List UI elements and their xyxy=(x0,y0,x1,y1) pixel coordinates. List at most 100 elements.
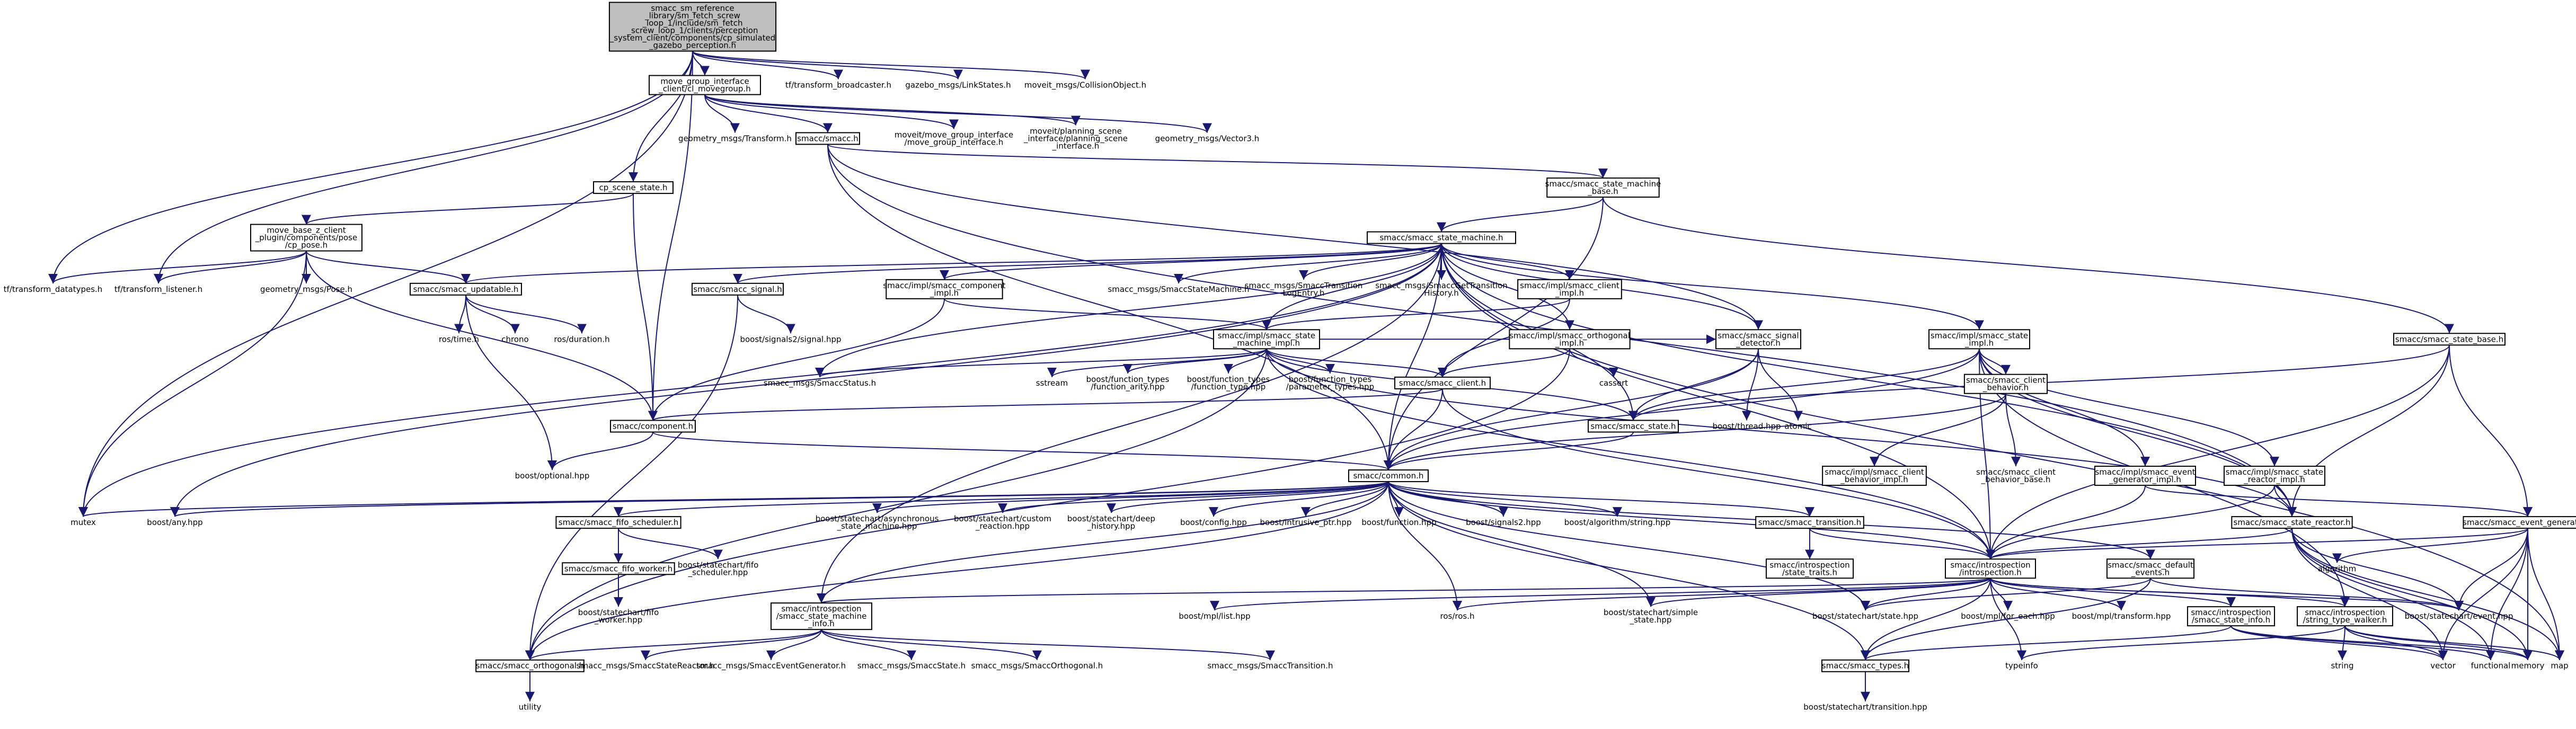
graph-node-sm-info[interactable]: smacc/introspection/smacc_state_machine_… xyxy=(771,602,872,630)
graph-node-sm-impl[interactable]: smacc/impl/smacc_state_machine_impl.h xyxy=(1213,329,1320,350)
graph-node-vector: vector xyxy=(2430,661,2456,671)
node-label: cp_scene_state.h xyxy=(599,183,667,193)
node-label: _loop_1/include/sm_fetch xyxy=(642,18,742,28)
edge-signal-detector-to-common-h xyxy=(1384,349,1759,470)
node-box xyxy=(1509,329,1631,350)
graph-node-state-reactor-h[interactable]: smacc/smacc_state_reactor.h xyxy=(2231,516,2353,529)
node-label: History.h xyxy=(1424,288,1459,298)
graph-node-ros-ros: ros/ros.h xyxy=(1440,611,1475,621)
node-label: algorithm xyxy=(2318,564,2356,573)
graph-node-default-events[interactable]: smacc/smacc_default_events.h xyxy=(2106,558,2195,579)
node-label: /smacc_state_machine xyxy=(776,611,867,621)
graph-node-fifo-scheduler[interactable]: smacc/smacc_fifo_scheduler.h xyxy=(555,516,681,529)
graph-node-client-behavior-impl[interactable]: smacc/impl/smacc_client_behavior_impl.h xyxy=(1822,466,1927,486)
edge-state-info-to-vector xyxy=(2230,625,2448,661)
graph-node-common-h[interactable]: smacc/common.h xyxy=(1348,469,1429,483)
node-box xyxy=(2463,516,2576,529)
edge-default-events-to-event-hpp xyxy=(2150,577,2464,611)
edge-sm-info-to-msgs-transition xyxy=(821,629,1275,661)
graph-node-move-base-z[interactable]: move_base_z_client_plugin/components/pos… xyxy=(250,224,362,252)
edge-common-h-to-state-hpp xyxy=(1388,482,1870,611)
graph-node-state-reactor-impl[interactable]: smacc/impl/smacc_state_reactor_impl.h xyxy=(2224,466,2325,486)
graph-node-event-generator-h[interactable]: smacc/smacc_event_generator.h xyxy=(2463,516,2576,529)
graph-node-component-h[interactable]: smacc/component.h xyxy=(610,420,696,433)
node-label: boost/statechart/event.hpp xyxy=(2405,611,2513,621)
node-label: smacc/smacc_state_machine xyxy=(1545,179,1661,189)
graph-node-smacc-h[interactable]: smacc/smacc.h xyxy=(795,132,860,145)
graph-node-boost-signal: boost/signals2/signal.hpp xyxy=(740,334,841,344)
node-label: vector xyxy=(2430,661,2456,671)
edge-sm-base-to-state-machine-h xyxy=(1437,197,1604,232)
edge-state-reactor-h-to-vector xyxy=(2291,528,2448,660)
edge-move-group-to-smacc-h xyxy=(704,94,833,133)
graph-node-client-impl[interactable]: smacc/impl/smacc_client_impl.h xyxy=(1517,279,1622,299)
graph-node-cp-scene-state[interactable]: cp_scene_state.h xyxy=(593,181,674,194)
edge-state-reactor-impl-to-state-reactor-h xyxy=(2274,485,2297,517)
node-box xyxy=(771,602,872,630)
graph-node-sm-base[interactable]: smacc/smacc_state_machine_base.h xyxy=(1545,177,1661,198)
edge-common-h-to-boost-config xyxy=(1209,481,1389,517)
graph-node-state-info[interactable]: smacc/introspection/smacc_state_info.h xyxy=(2186,606,2276,627)
graph-node-smacc-types[interactable]: smacc/smacc_types.h xyxy=(1821,659,1910,672)
graph-node-updatable[interactable]: smacc/smacc_updatable.h xyxy=(410,282,522,296)
node-box xyxy=(250,224,362,252)
graph-node-state-impl[interactable]: smacc/impl/smacc_state_impl.h xyxy=(1928,329,2030,350)
edge-component-impl-to-component-h xyxy=(648,298,945,421)
graph-node-state-base[interactable]: smacc/smacc_state_base.h xyxy=(2393,333,2506,346)
edge-root-to-mutex xyxy=(78,51,693,517)
graph-node-map: map xyxy=(2551,661,2568,671)
node-label: smacc/smacc_signal xyxy=(1718,331,1799,341)
edge-common-h-to-algorithm-string xyxy=(1388,481,1622,517)
edge-signal-h-to-boost-signal xyxy=(737,295,795,334)
edge-common-h-to-transition-h xyxy=(1388,481,1814,518)
edge-state-machine-h-to-boost-any xyxy=(170,243,1442,517)
graph-node-orthogonal-impl[interactable]: smacc/impl/smacc_orthogonal_impl.h xyxy=(1509,329,1631,350)
node-label: /function_type.hpp xyxy=(1191,382,1266,392)
graph-node-ros-duration: ros/duration.h xyxy=(554,334,609,344)
edge-common-h-to-sm-info xyxy=(817,482,1389,603)
graph-node-state-h[interactable]: smacc/smacc_state.h xyxy=(1588,420,1679,433)
edge-signal-h-to-orthogonal-h xyxy=(525,295,738,660)
graph-node-msgs-orthogonal: smacc_msgs/SmaccOrthogonal.h xyxy=(971,661,1103,671)
graph-node-client-h[interactable]: smacc/smacc_client.h xyxy=(1394,376,1491,389)
graph-node-simple-state: boost/statechart/simple_state.hpp xyxy=(1604,608,1698,625)
node-label: ros/duration.h xyxy=(554,334,609,344)
edge-state-base-to-event-generator-h xyxy=(2449,345,2533,517)
graph-node-introspection-h[interactable]: smacc/introspection/introspection.h xyxy=(1945,558,2036,579)
graph-node-atomic: atomic xyxy=(1784,422,1811,431)
node-label: move_base_z_client xyxy=(267,226,346,236)
edge-string-walker-to-typeinfo xyxy=(2017,625,2345,661)
edge-state-machine-h-to-mutex xyxy=(78,243,1442,517)
graph-node-fifo-worker[interactable]: smacc/smacc_fifo_worker.h xyxy=(562,562,675,575)
graph-node-component-impl[interactable]: smacc/impl/smacc_component_impl.h xyxy=(883,279,1006,299)
graph-node-mpl-foreach: boost/mpl/for_each.hpp xyxy=(1961,611,2055,621)
graph-node-fifo-scheduler-hpp: boost/statechart/fifo_scheduler.hpp xyxy=(678,560,759,577)
edge-common-h-to-ros-ros xyxy=(1388,482,1462,611)
graph-node-event-gen-impl[interactable]: smacc/impl/smacc_event_generator_impl.h xyxy=(2094,466,2196,486)
edge-state-machine-h-to-state-reactor-h xyxy=(1441,243,2297,517)
graph-node-state-traits[interactable]: smacc/introspection/state_traits.h xyxy=(1765,558,1854,579)
node-label: smacc/smacc_event_generator.h xyxy=(2463,518,2576,528)
node-label: tf/transform_datatypes.h xyxy=(4,285,103,295)
graph-node-transition-h[interactable]: smacc/smacc_transition.h xyxy=(1755,516,1864,529)
edge-string-walker-to-vector xyxy=(2344,625,2448,661)
graph-node-signal-h[interactable]: smacc/smacc_signal.h xyxy=(692,282,784,296)
edge-sm-info-to-msgs-eventgen xyxy=(766,629,822,660)
graph-node-signal-detector[interactable]: smacc/smacc_signal_detector.h xyxy=(1715,329,1801,350)
node-label: geometry_msgs/Pose.h xyxy=(260,285,352,295)
node-label: smacc/smacc_default xyxy=(2108,560,2193,570)
graph-node-tf-broadcaster: tf/transform_broadcaster.h xyxy=(785,81,891,91)
node-label: map xyxy=(2551,661,2568,671)
graph-node-state-machine-h[interactable]: smacc/smacc_state_machine.h xyxy=(1367,231,1516,244)
graph-node-move-group[interactable]: move_group_interface_client/cl_movegroup… xyxy=(649,75,761,95)
graph-node-orthogonal-h[interactable]: smacc/smacc_orthogonal.h xyxy=(475,659,585,672)
node-label: boost/config.hpp xyxy=(1180,518,1247,527)
graph-node-root[interactable]: smacc_sm_reference_library/sm_fetch_scre… xyxy=(608,2,777,52)
node-label: _screw_loop_1/clients/perception xyxy=(627,25,758,35)
graph-node-client-behavior[interactable]: smacc/smacc_client_behavior.h xyxy=(1963,374,2048,394)
node-label: smacc_msgs/SmaccStateReactor.h xyxy=(577,661,715,671)
graph-node-string-walker[interactable]: smacc/introspection/string_type_walker.h xyxy=(2297,606,2393,627)
edge-common-h-to-async-sm xyxy=(872,481,1389,514)
edge-state-machine-h-to-signal-h xyxy=(733,243,1442,284)
